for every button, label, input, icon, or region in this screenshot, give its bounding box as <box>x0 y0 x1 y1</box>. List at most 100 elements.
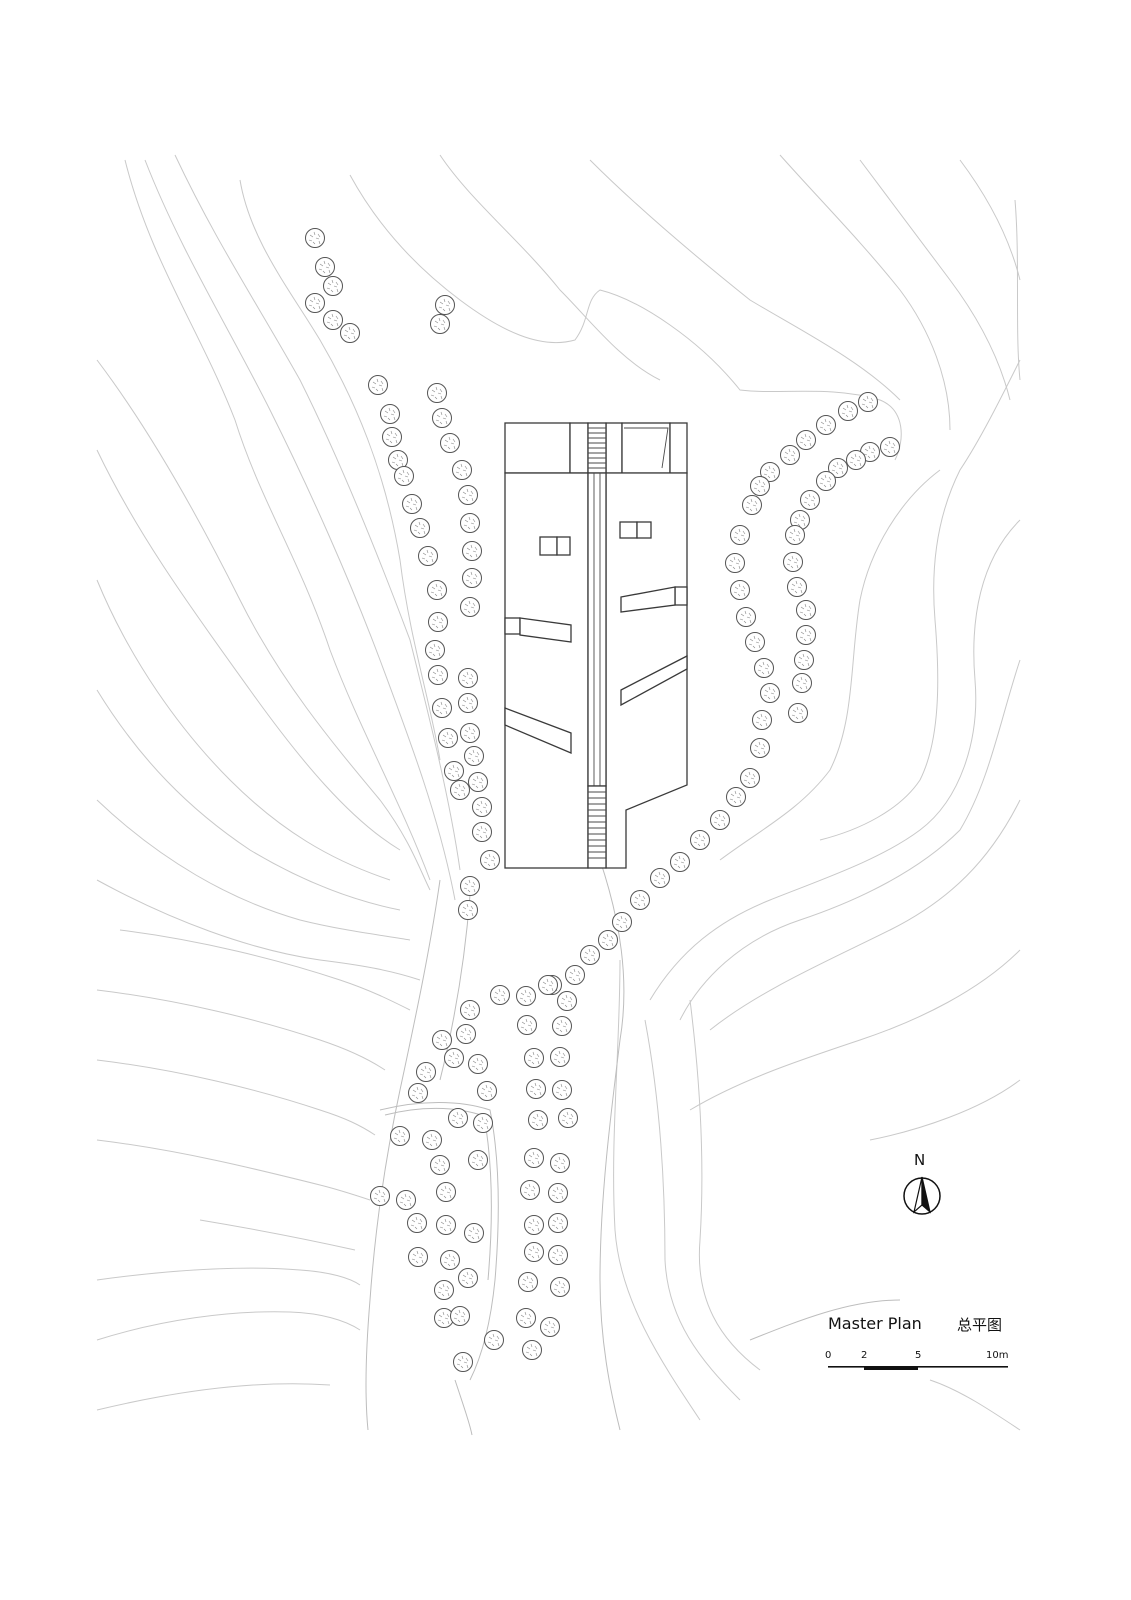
tree-icon <box>428 612 448 632</box>
tree-icon <box>458 1268 478 1288</box>
tree-icon <box>598 930 618 950</box>
tree-icon <box>754 658 774 678</box>
tree-icon <box>462 568 482 588</box>
tree-icon <box>450 780 470 800</box>
building-footprint <box>504 422 688 869</box>
tree-icon <box>780 445 800 465</box>
tree-icon <box>794 650 814 670</box>
tree-icon <box>460 1000 480 1020</box>
tree-icon <box>517 1015 537 1035</box>
tree-icon <box>524 1048 544 1068</box>
tree-icon <box>458 668 478 688</box>
tree-icon <box>435 295 455 315</box>
tree-icon <box>538 975 558 995</box>
tree-icon <box>305 293 325 313</box>
tree-icon <box>432 408 452 428</box>
terrain-contours <box>96 154 1021 1431</box>
tree-icon <box>460 513 480 533</box>
tree-icon <box>550 1047 570 1067</box>
tree-icon <box>788 703 808 723</box>
tree-icon <box>422 1130 442 1150</box>
tree-icon <box>750 738 770 758</box>
site-paths <box>365 859 901 1436</box>
tree-icon <box>472 797 492 817</box>
scale-tick-2: 2 <box>861 1350 868 1361</box>
tree-icon <box>456 1024 476 1044</box>
tree-icon <box>540 1317 560 1337</box>
tree-icon <box>440 1250 460 1270</box>
tree-icon <box>430 1155 450 1175</box>
tree-icon <box>730 525 750 545</box>
tree-icon <box>710 810 730 830</box>
tree-icon <box>438 728 458 748</box>
tree-icon <box>480 850 500 870</box>
tree-icon <box>858 392 878 412</box>
tree-icon <box>453 1352 473 1372</box>
tree-icon <box>526 1079 546 1099</box>
tree-icon <box>548 1245 568 1265</box>
tree-icon <box>518 1272 538 1292</box>
tree-icon <box>846 450 866 470</box>
scale-tick-10m: 10m <box>986 1350 1009 1361</box>
tree-icon <box>368 375 388 395</box>
tree-icon <box>528 1110 548 1130</box>
tree-icon <box>550 1277 570 1297</box>
tree-icon <box>650 868 670 888</box>
tree-icon <box>452 460 472 480</box>
tree-icon <box>524 1148 544 1168</box>
tree-icon <box>396 1190 416 1210</box>
tree-icon <box>752 710 772 730</box>
tree-icon <box>428 665 448 685</box>
tree-icon <box>490 985 510 1005</box>
tree-icon <box>408 1083 428 1103</box>
tree-icon <box>464 1223 484 1243</box>
tree-icon <box>880 437 900 457</box>
tree-icon <box>796 600 816 620</box>
tree-icon <box>670 852 690 872</box>
tree-icon <box>407 1213 427 1233</box>
tree-icon <box>548 1183 568 1203</box>
tree-icon <box>323 276 343 296</box>
tree-icon <box>557 991 577 1011</box>
tree-icon <box>522 1340 542 1360</box>
plan-title-cn: 总平图 <box>957 1316 1003 1334</box>
tree-icon <box>552 1080 572 1100</box>
scale-segment-2-5 <box>864 1366 918 1370</box>
north-label: N <box>914 1151 926 1169</box>
tree-icon <box>580 945 600 965</box>
scale-segment-5-10 <box>918 1366 1008 1368</box>
scale-segment-0-2 <box>828 1366 864 1368</box>
tree-icon <box>427 383 447 403</box>
tree-icon <box>394 466 414 486</box>
tree-icon <box>436 1215 456 1235</box>
stair-top <box>588 427 606 469</box>
tree-icon <box>468 772 488 792</box>
tree-icon <box>410 518 430 538</box>
tree-icon <box>828 458 848 478</box>
tree-icon <box>440 433 460 453</box>
tree-icon <box>838 401 858 421</box>
tree-icon <box>785 525 805 545</box>
tree-icon <box>390 1126 410 1146</box>
tree-icon <box>816 415 836 435</box>
tree-icon <box>565 965 585 985</box>
tree-icon <box>787 577 807 597</box>
tree-icon <box>468 1150 488 1170</box>
tree-icon <box>458 693 478 713</box>
trees <box>305 228 900 1372</box>
tree-icon <box>462 541 482 561</box>
stair-bottom <box>588 791 606 859</box>
tree-icon <box>432 698 452 718</box>
tree-icon <box>745 632 765 652</box>
tree-icon <box>612 912 632 932</box>
tree-icon <box>550 1153 570 1173</box>
tree-icon <box>434 1280 454 1300</box>
tree-icon <box>402 494 422 514</box>
tree-icon <box>477 1081 497 1101</box>
tree-icon <box>740 768 760 788</box>
tree-icon <box>800 490 820 510</box>
tree-icon <box>448 1108 468 1128</box>
scale-tick-0: 0 <box>825 1350 832 1361</box>
tree-icon <box>792 673 812 693</box>
